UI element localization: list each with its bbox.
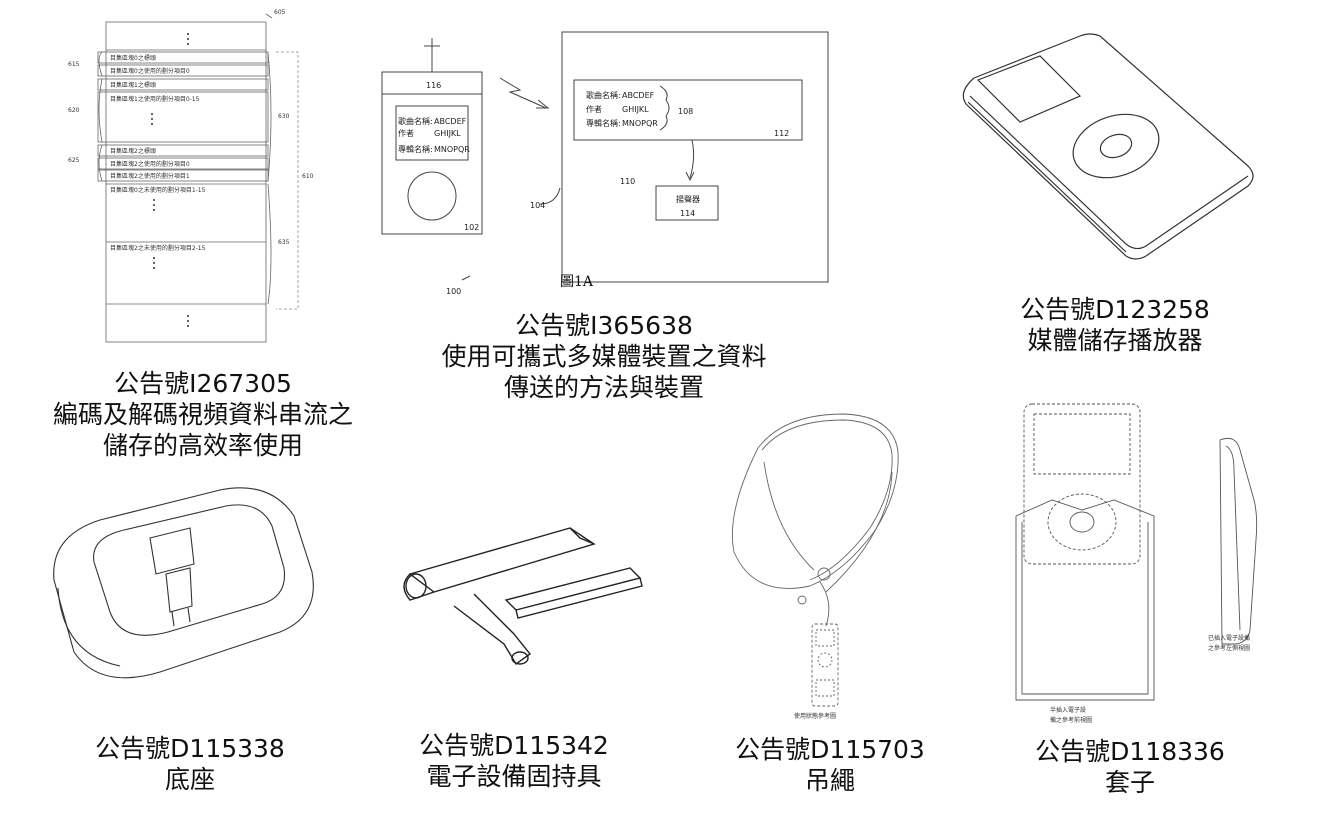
row-label: 目集區塊0之標頭	[110, 54, 156, 62]
figure-d123258-drawing	[930, 26, 1276, 270]
caption-number: 公告號D123258	[1020, 295, 1210, 324]
screen-song-value: ABCDEF	[622, 91, 655, 100]
caption-d115338: 公告號D115338 底座	[60, 733, 320, 795]
figure-d115342-drawing	[394, 514, 650, 674]
caption-title-line: 傳送的方法與裝置	[503, 373, 704, 402]
front-view-label: 半插入電子設	[1050, 706, 1086, 714]
caption-number: 公告號D115703	[735, 735, 925, 764]
label-110: 110	[620, 177, 635, 186]
caption-number: 公告號I267305	[114, 369, 292, 398]
phone-author-label: 作者	[398, 128, 414, 138]
caption-number: 公告號D118336	[1035, 737, 1225, 766]
caption-title-line: 套子	[1104, 768, 1155, 797]
screen-album-label: 專輯名稱:	[586, 118, 621, 128]
label-620: 620	[68, 107, 80, 114]
caption-i267305: 公告號I267305 編碼及解碼視頻資料串流之 儲存的高效率使用	[28, 368, 378, 461]
figure-d115338-drawing	[40, 476, 322, 698]
speaker-label: 揚聲器	[676, 194, 700, 204]
label-610: 610	[302, 173, 314, 180]
caption-title-line: 電子設備固持具	[426, 762, 602, 791]
label-100: 100	[446, 287, 461, 296]
row-label: 目集區塊2之使用的劃分項目0	[110, 160, 190, 168]
label-114: 114	[680, 209, 695, 218]
label-112: 112	[774, 129, 789, 138]
phone-song-label: 歌曲名稱:	[398, 116, 433, 126]
label-116: 116	[426, 81, 441, 90]
row-label: 目集區塊1之標頭	[110, 81, 156, 89]
row-label: 目集區塊2之未使用的劃分項目2-15	[110, 244, 206, 252]
screen-author-value: GHIJKL	[622, 105, 649, 114]
figure-label: 圖1A	[560, 274, 594, 290]
figure-d115703-drawing: 使用狀態參考圖	[724, 402, 942, 728]
label-630: 630	[278, 113, 290, 120]
caption-d123258: 公告號D123258 媒體儲存播放器	[960, 294, 1270, 356]
label-625: 625	[68, 157, 80, 164]
caption-title-line: 使用可攜式多媒體裝置之資料	[441, 342, 767, 371]
label-104: 104	[530, 201, 545, 210]
figure-i267305-drawing: 605 615 620 625 630 635 610 目集區塊0之標頭 目集區…	[62, 4, 324, 356]
phone-album-value: MNOPQR	[434, 145, 470, 154]
row-label: 目集區塊2之標頭	[110, 147, 156, 155]
caption-title-line: 吊繩	[804, 766, 855, 795]
figure-d118336-drawing: 半插入電子設 備之參考前視圖 已插入電子設備 之參考左側視圖	[1004, 390, 1298, 736]
label-605: 605	[274, 9, 286, 16]
caption-title-line: 編碼及解碼視頻資料串流之	[52, 400, 353, 429]
side-view-label: 已插入電子設備	[1208, 634, 1250, 642]
label-615: 615	[68, 61, 80, 68]
label-635: 635	[278, 239, 290, 246]
screen-song-label: 歌曲名稱:	[586, 90, 621, 100]
front-view-label: 備之參考前視圖	[1050, 716, 1092, 724]
caption-d115342: 公告號D115342 電子設備固持具	[394, 730, 634, 792]
caption-d118336: 公告號D118336 套子	[1020, 736, 1240, 798]
caption-number: 公告號D115342	[419, 731, 609, 760]
phone-album-label: 專輯名稱:	[398, 144, 433, 154]
usage-label: 使用狀態參考圖	[794, 712, 836, 720]
screen-author-label: 作者	[586, 104, 602, 114]
phone-author-value: GHIJKL	[434, 129, 461, 138]
caption-number: 公告號I365638	[515, 311, 693, 340]
caption-title-line: 底座	[164, 765, 215, 794]
caption-i365638: 公告號I365638 使用可攜式多媒體裝置之資料 傳送的方法與裝置	[404, 310, 804, 403]
screen-album-value: MNOPQR	[622, 119, 658, 128]
row-label: 目集區塊0之使用的劃分項目0	[110, 67, 190, 75]
caption-title-line: 媒體儲存播放器	[1027, 326, 1203, 355]
caption-title-line: 儲存的高效率使用	[102, 431, 303, 460]
row-label: 目集區塊1之使用的劃分項目0-15	[110, 95, 200, 103]
caption-d115703: 公告號D115703 吊繩	[720, 734, 940, 796]
side-view-label: 之參考左側視圖	[1208, 644, 1250, 652]
row-label: 目集區塊0之未使用的劃分項目1-15	[110, 186, 206, 194]
label-108: 108	[678, 107, 693, 116]
row-label: 目集區塊2之使用的劃分項目1	[110, 172, 190, 180]
label-102: 102	[464, 223, 479, 232]
caption-number: 公告號D115338	[95, 734, 285, 763]
phone-song-value: ABCDEF	[434, 117, 467, 126]
figure-i365638-drawing: 116 歌曲名稱: ABCDEF 作者 GHIJKL 專輯名稱: MNOPQR …	[370, 28, 840, 300]
